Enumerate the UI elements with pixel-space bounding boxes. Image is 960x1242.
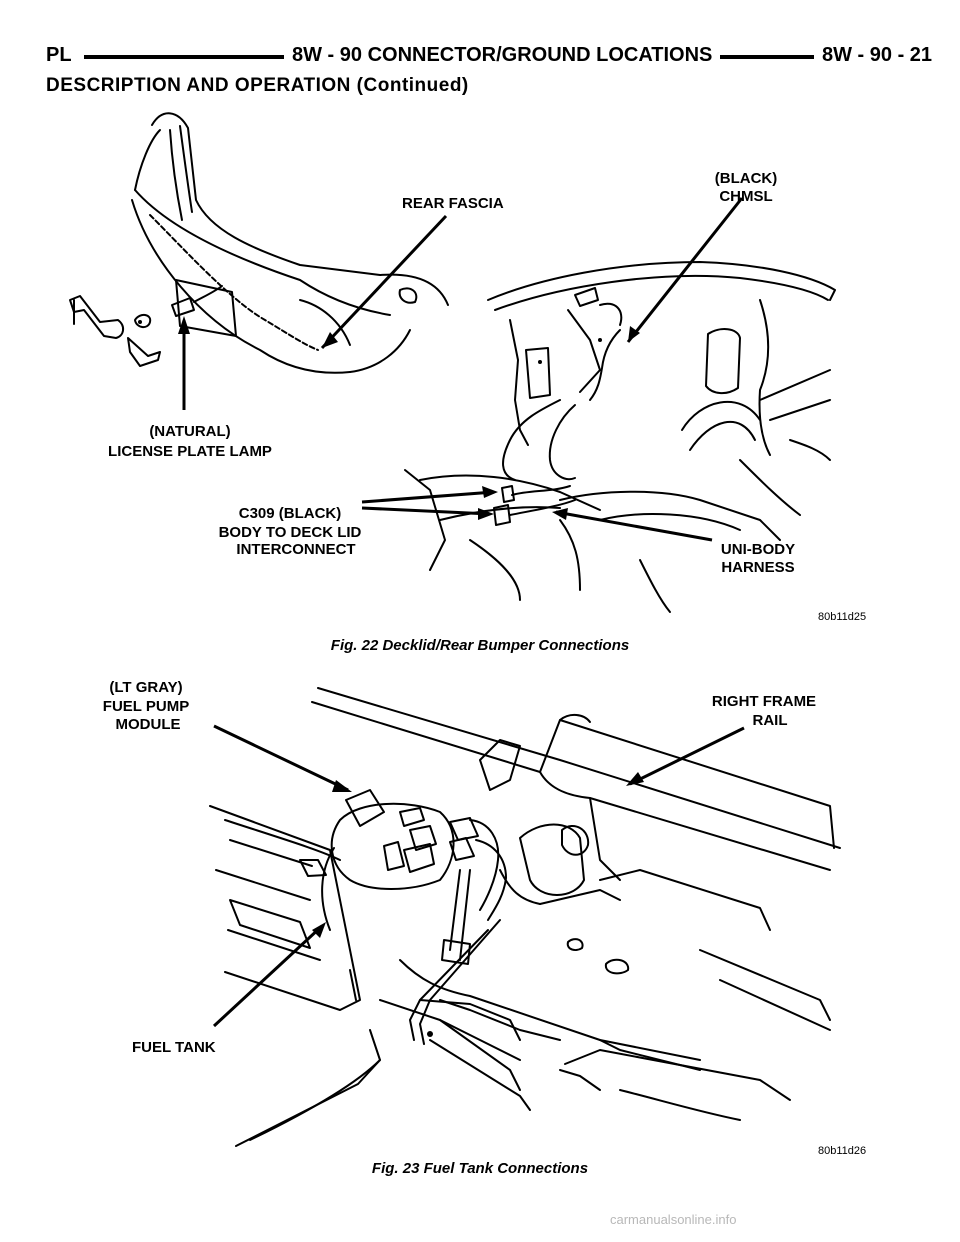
right-frame-rail-label-line2: RAIL — [753, 712, 788, 729]
figure-22-illustration: REAR FASCIA (BLACK) CHMSL (NATURAL) LICE… — [69, 112, 866, 623]
header-title: 8W - 90 CONNECTOR/GROUND LOCATIONS — [284, 44, 721, 67]
fuel-tank-label: FUEL TANK — [132, 1039, 216, 1056]
figure-22-code: 80b11d25 — [818, 611, 866, 623]
figure-23-caption: Fig. 23 Fuel Tank Connections — [371, 1160, 589, 1177]
license-plate-lamp-label-line2: LICENSE PLATE LAMP — [108, 443, 272, 460]
rear-fascia-label: REAR FASCIA — [402, 195, 504, 212]
fuel-pump-module-label-line2: FUEL PUMP — [103, 698, 189, 715]
watermark-text: carmanualsonline.info — [610, 1212, 737, 1227]
fuel-pump-module-label-line1: (LT GRAY) — [109, 679, 182, 696]
c309-label-line1: C309 (BLACK) — [239, 505, 342, 522]
unibody-harness-label-line2: HARNESS — [721, 559, 794, 576]
fuel-pump-module-label-line3: MODULE — [116, 716, 181, 733]
figure-22-caption: Fig. 22 Decklid/Rear Bumper Connections — [330, 637, 630, 654]
chmsl-label-line1: (BLACK) — [715, 170, 777, 187]
right-frame-rail-label-line1: RIGHT FRAME — [712, 693, 816, 710]
c309-label-line2: BODY TO DECK LID — [219, 524, 362, 541]
page-header: PL 8W - 90 CONNECTOR/GROUND LOCATIONS 8W… — [46, 40, 933, 74]
license-plate-lamp-label-line1: (NATURAL) — [149, 423, 230, 440]
header-page-number: 8W - 90 - 21 — [814, 44, 933, 67]
header-section-code: PL — [46, 44, 72, 67]
unibody-harness-label-line1: UNI-BODY — [721, 541, 795, 558]
header-rule-left — [84, 55, 292, 59]
chmsl-label-line2: CHMSL — [719, 188, 772, 205]
figure-23-illustration: (LT GRAY) FUEL PUMP MODULE RIGHT FRAME R… — [103, 679, 866, 1157]
figure-23-code: 80b11d26 — [818, 1145, 866, 1157]
c309-label-line3: INTERCONNECT — [236, 541, 355, 558]
section-title: DESCRIPTION AND OPERATION (Continued) — [46, 75, 469, 96]
